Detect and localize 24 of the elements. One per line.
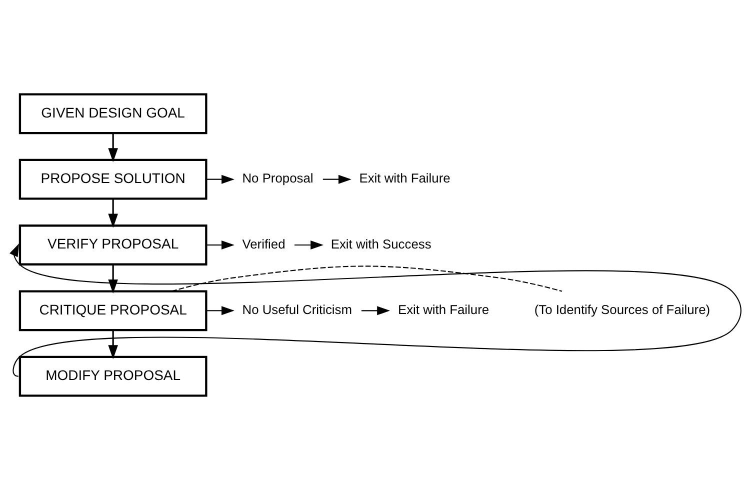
arrow (206, 306, 234, 315)
node-box: GIVEN DESIGN GOAL (18, 92, 208, 134)
node-box: MODIFY PROPOSAL (18, 355, 208, 396)
connector (172, 265, 562, 292)
arrow (361, 306, 390, 315)
node-text: Exit with Failure (359, 170, 450, 186)
node-text: No Proposal (242, 170, 314, 186)
arrow (108, 264, 118, 293)
arrow (294, 240, 324, 250)
node-text: Exit with Failure (398, 301, 490, 316)
arrow (206, 174, 234, 184)
arrow (108, 132, 118, 162)
arrow (108, 330, 118, 359)
node-text: No Useful Criticism (242, 301, 352, 316)
arrow (206, 240, 234, 250)
arrow (108, 198, 118, 228)
node-text: (To Identify Sources of Failure) (534, 301, 710, 316)
node-box: VERIFY PROPOSAL (18, 224, 208, 265)
arrow (10, 243, 742, 376)
node-text: Exit with Success (330, 236, 432, 251)
arrow (322, 174, 352, 184)
node-box: CRITIQUE PROPOSAL (18, 290, 208, 331)
node-text: Verified (242, 236, 286, 251)
node-box: PROPOSE SOLUTION (18, 158, 208, 200)
